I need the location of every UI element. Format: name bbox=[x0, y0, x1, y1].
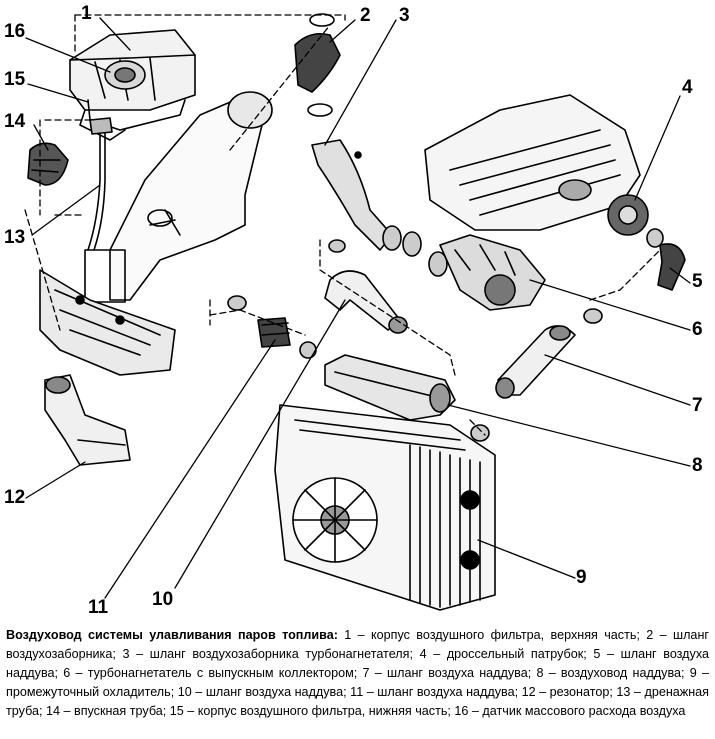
chassis-bracket bbox=[39, 269, 176, 376]
throttle-body bbox=[607, 194, 649, 236]
exploded-diagram bbox=[24, 13, 691, 611]
drain-tube bbox=[87, 117, 113, 251]
callout-4: 4 bbox=[682, 77, 693, 98]
callout-6: 6 bbox=[692, 319, 703, 340]
callout-2: 2 bbox=[360, 5, 371, 26]
caption-title: Воздуховод системы улавливания паров топ… bbox=[6, 628, 338, 642]
callout-8: 8 bbox=[692, 455, 703, 476]
boost-duct bbox=[324, 354, 456, 421]
callout-15: 15 bbox=[4, 69, 26, 90]
caption-text: 1 – корпус воздушного фильтра, верхняя ч… bbox=[6, 628, 709, 718]
callout-11: 11 bbox=[88, 597, 109, 618]
callout-13: 13 bbox=[4, 227, 26, 248]
callout-3: 3 bbox=[399, 5, 410, 26]
engine-cover bbox=[424, 94, 641, 231]
callout-16: 16 bbox=[4, 21, 26, 42]
leader-lines bbox=[25, 17, 691, 599]
turbocharger bbox=[439, 234, 546, 311]
air-filter-housing bbox=[69, 29, 196, 141]
callout-5: 5 bbox=[692, 271, 703, 292]
callout-12: 12 bbox=[4, 487, 26, 508]
resonator bbox=[44, 374, 131, 466]
callout-1: 1 bbox=[81, 3, 92, 24]
intake-pipe bbox=[27, 142, 69, 186]
figure-caption: Воздуховод системы улавливания паров топ… bbox=[6, 626, 709, 721]
callout-7: 7 bbox=[692, 395, 703, 416]
shroud-panel bbox=[84, 91, 273, 303]
boost-hose-5 bbox=[657, 243, 686, 291]
intercooler bbox=[274, 404, 496, 611]
boost-hose-10 bbox=[324, 270, 408, 334]
boost-hose-7 bbox=[495, 325, 576, 399]
callout-14: 14 bbox=[4, 111, 26, 132]
turbo-intake-hose bbox=[311, 139, 393, 251]
clamps bbox=[227, 225, 664, 442]
callout-9: 9 bbox=[576, 567, 587, 588]
intake-hose bbox=[294, 13, 341, 117]
callout-10: 10 bbox=[152, 589, 174, 610]
boost-hose-11 bbox=[257, 317, 291, 348]
